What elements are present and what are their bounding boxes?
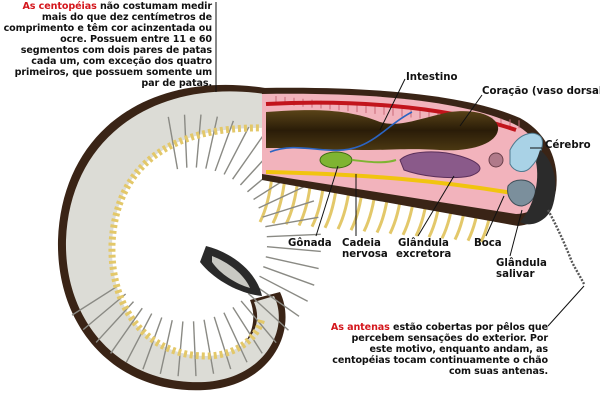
segment-line <box>223 126 250 175</box>
segment-line <box>259 275 308 302</box>
label-brain: Cérebro <box>545 140 591 151</box>
label-mouth: Boca <box>474 238 502 249</box>
brain-lobe <box>488 152 504 168</box>
intro-text: As centopéias não costumam medir mais do… <box>3 1 213 89</box>
segment-line <box>266 246 321 253</box>
label-gonad: Gônada <box>288 238 332 249</box>
label-excretory-1: Glândula <box>398 238 449 249</box>
segment-line <box>177 321 184 377</box>
segment-line <box>109 307 143 354</box>
label-excretory-2: excretora <box>396 249 452 260</box>
tail-highlight <box>212 256 250 288</box>
nerve-cord <box>265 170 531 198</box>
label-nerve-cord-1: Cadeia <box>342 238 381 249</box>
segment-line <box>192 321 197 377</box>
segment-line <box>266 233 321 238</box>
segment-line <box>183 114 188 168</box>
segment-line <box>159 320 173 375</box>
segment-line <box>214 120 235 172</box>
segment-line <box>142 317 163 370</box>
inner-leg-fringe <box>108 124 266 360</box>
segment-line <box>71 284 120 316</box>
segment-line <box>247 292 289 331</box>
label-intestine: Intestino <box>406 72 458 83</box>
segment-line <box>254 284 300 317</box>
segment-line <box>167 116 179 170</box>
segment-line <box>265 256 319 270</box>
segment-line <box>205 116 219 169</box>
segment-line <box>125 313 153 363</box>
gonad <box>319 151 353 169</box>
antenna-note: As antenas estão cobertas por pêlos que … <box>330 322 548 377</box>
label-heart: Coração (vaso dorsal) <box>482 86 600 97</box>
intestine-vessel <box>269 111 413 153</box>
segment-line <box>262 200 315 218</box>
body-shell <box>65 91 279 383</box>
gonad-duct <box>351 159 397 164</box>
segment-line <box>265 216 319 228</box>
segment-line <box>213 316 232 370</box>
segment-line <box>223 312 248 363</box>
segment-line <box>82 293 127 331</box>
segment-line <box>195 114 202 168</box>
salivary-gland <box>507 179 536 207</box>
label-salivary-1: Glândula <box>496 258 547 269</box>
segment-line <box>203 319 215 374</box>
intestine <box>266 110 499 151</box>
segment-line <box>232 306 263 354</box>
excretory-gland <box>399 151 481 179</box>
segment-line <box>263 266 315 286</box>
pointer-lines <box>215 2 585 327</box>
head <box>520 150 556 225</box>
segment-line <box>258 184 308 209</box>
segment-line <box>232 134 264 180</box>
antenna <box>546 209 586 285</box>
label-nerve-cord-2: nervosa <box>342 249 388 260</box>
label-salivary-2: salivar <box>496 269 535 280</box>
